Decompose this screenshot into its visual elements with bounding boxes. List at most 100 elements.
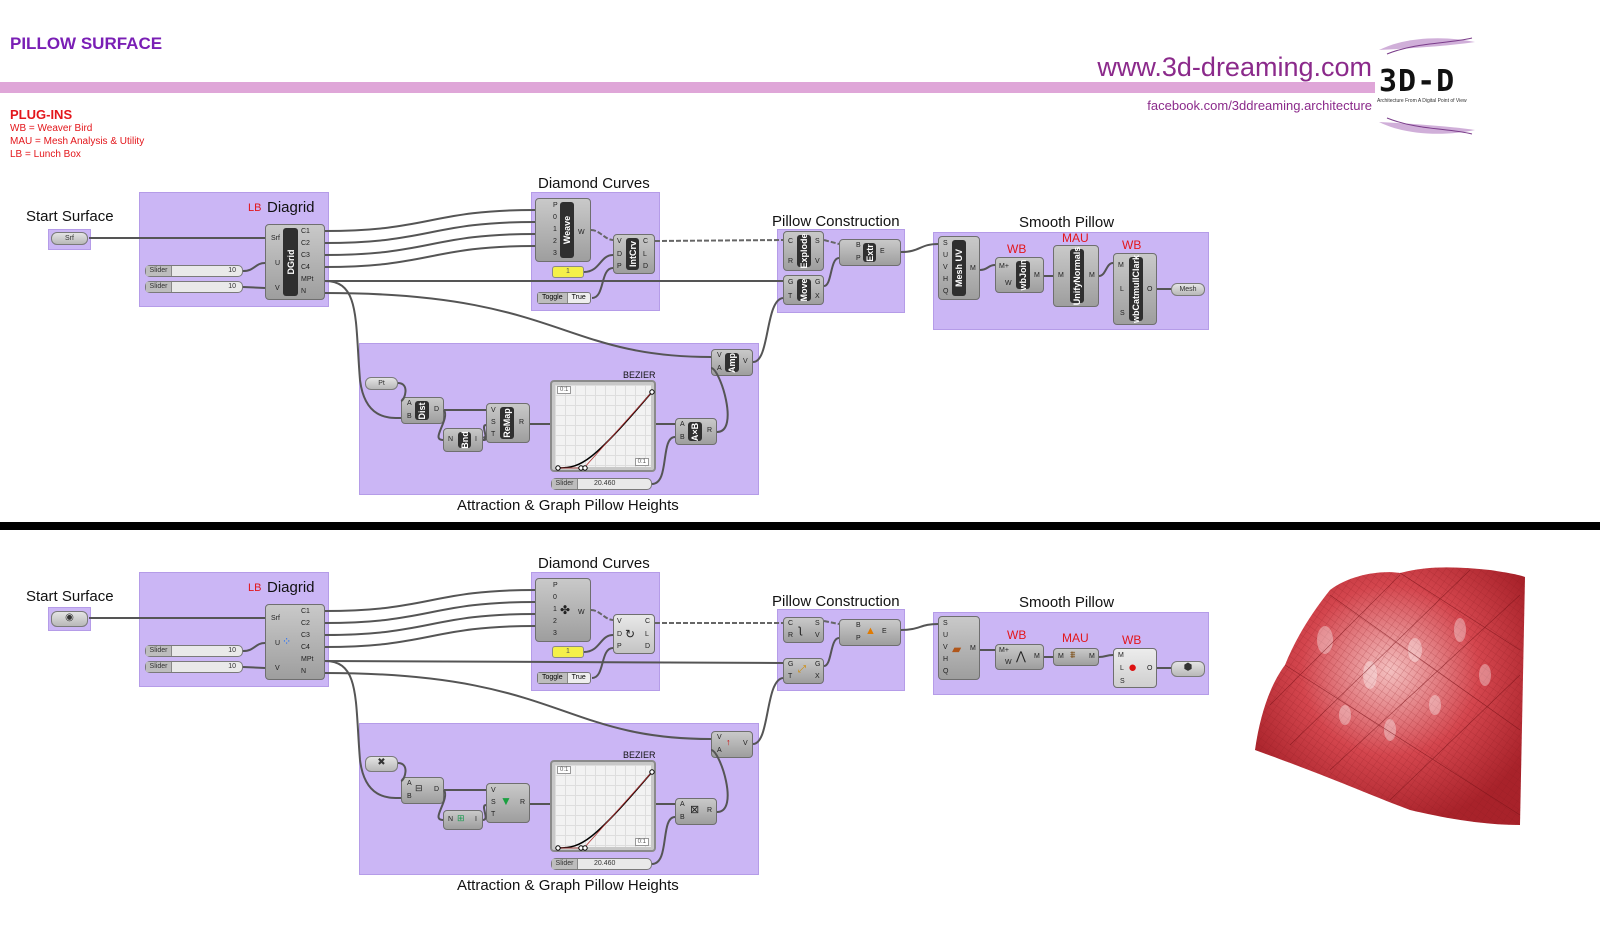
- move-component[interactable]: G T Move G X: [783, 275, 824, 305]
- port-c4[interactable]: C4: [301, 264, 310, 271]
- port-c[interactable]: C: [788, 238, 794, 245]
- degree-panel[interactable]: 1: [552, 266, 584, 278]
- port-r[interactable]: R: [788, 632, 794, 639]
- bounds-component[interactable]: N ⊞ I: [443, 810, 483, 830]
- port-a[interactable]: A: [407, 400, 412, 407]
- website-link[interactable]: www.3d-dreaming.com: [1097, 52, 1372, 82]
- port-v[interactable]: V: [617, 618, 622, 625]
- port-v[interactable]: V: [717, 734, 722, 741]
- port-m[interactable]: M: [1118, 652, 1124, 659]
- port-srf[interactable]: Srf: [271, 615, 280, 622]
- point-param[interactable]: Pt: [365, 377, 398, 390]
- wbjoin-component[interactable]: M+ W wbJoin M: [995, 257, 1044, 293]
- port-m[interactable]: M: [1034, 653, 1040, 660]
- port-v[interactable]: V: [815, 632, 820, 639]
- port-2[interactable]: 2: [553, 618, 557, 625]
- mesh-param[interactable]: ⬢: [1171, 661, 1205, 677]
- multiply-component[interactable]: A B A×B R: [675, 418, 717, 445]
- port-n[interactable]: N: [301, 668, 307, 675]
- extrude-component[interactable]: B P Extr E: [839, 239, 901, 266]
- catmull-clark-component[interactable]: M L S wbCatmullClark O: [1113, 253, 1157, 325]
- port-p[interactable]: P: [617, 263, 622, 270]
- port-p[interactable]: P: [856, 635, 861, 642]
- port-w[interactable]: W: [1005, 280, 1012, 287]
- graph-handle[interactable]: [582, 845, 588, 851]
- degree-panel[interactable]: 1: [552, 646, 584, 658]
- port-o[interactable]: O: [1147, 665, 1153, 672]
- port-c[interactable]: C: [788, 620, 794, 627]
- intcrv-component[interactable]: V D P ↻ C L D: [613, 614, 655, 654]
- port-u[interactable]: U: [275, 260, 281, 267]
- port-g-out[interactable]: G: [815, 661, 821, 668]
- port-d[interactable]: D: [434, 406, 440, 413]
- port-v-out[interactable]: V: [743, 740, 748, 747]
- port-m-out[interactable]: M: [1089, 653, 1095, 660]
- graph-handle[interactable]: [582, 465, 588, 471]
- port-v[interactable]: V: [491, 787, 496, 794]
- port-x[interactable]: X: [815, 673, 820, 680]
- facebook-link[interactable]: facebook.com/3ddreaming.architecture: [1147, 98, 1372, 113]
- port-t[interactable]: T: [491, 811, 496, 818]
- port-s[interactable]: S: [815, 238, 820, 245]
- port-s[interactable]: S: [1120, 310, 1125, 317]
- port-r[interactable]: R: [707, 427, 713, 434]
- port-d[interactable]: D: [643, 263, 649, 270]
- port-c[interactable]: C: [645, 618, 651, 625]
- explode-component[interactable]: C R ʅ S V: [783, 617, 824, 643]
- port-m[interactable]: M: [1034, 272, 1040, 279]
- distance-component[interactable]: A B ⊟ D: [401, 777, 444, 804]
- port-l[interactable]: L: [1120, 286, 1124, 293]
- amplitude-component[interactable]: V A Amp V: [711, 349, 753, 376]
- port-mpt[interactable]: MPt: [301, 656, 314, 663]
- port-q[interactable]: Q: [943, 288, 949, 295]
- port-r[interactable]: R: [788, 258, 794, 265]
- srf-param[interactable]: Srf: [51, 232, 88, 245]
- port-n[interactable]: N: [448, 436, 454, 443]
- port-v[interactable]: V: [275, 665, 280, 672]
- port-mplus[interactable]: M+: [999, 647, 1009, 654]
- bounds-component[interactable]: N Bnd I: [443, 428, 483, 452]
- port-e[interactable]: E: [882, 628, 887, 635]
- port-a[interactable]: A: [680, 801, 685, 808]
- port-3[interactable]: 3: [553, 250, 557, 257]
- port-d[interactable]: D: [617, 631, 623, 638]
- mesh-param[interactable]: Mesh: [1171, 283, 1205, 296]
- port-g[interactable]: G: [788, 661, 794, 668]
- port-v[interactable]: V: [943, 644, 948, 651]
- bezier-graph-mapper[interactable]: 0:1 0:1: [550, 760, 656, 852]
- port-m[interactable]: M: [1118, 262, 1124, 269]
- port-a[interactable]: A: [407, 780, 412, 787]
- graph-handle[interactable]: [649, 389, 655, 395]
- dgrid-component[interactable]: Srf U V ⁘ C1 C2 C3 C4 MPt N: [265, 604, 325, 680]
- port-s[interactable]: S: [491, 419, 496, 426]
- move-component[interactable]: G T ⤢ G X: [783, 658, 824, 684]
- port-i[interactable]: I: [475, 816, 477, 823]
- catmull-clark-component[interactable]: M L S ● O: [1113, 648, 1157, 688]
- intcrv-component[interactable]: V D P IntCrv C L D: [613, 234, 655, 274]
- port-p[interactable]: P: [553, 202, 558, 209]
- port-m[interactable]: M: [970, 645, 976, 652]
- port-w[interactable]: W: [578, 229, 585, 236]
- port-i[interactable]: I: [475, 436, 477, 443]
- port-s[interactable]: S: [943, 620, 948, 627]
- port-c4[interactable]: C4: [301, 644, 310, 651]
- port-v[interactable]: V: [491, 407, 496, 414]
- port-mpt[interactable]: MPt: [301, 276, 314, 283]
- port-d[interactable]: D: [434, 786, 440, 793]
- wbjoin-component[interactable]: M+ W ⋀ M: [995, 644, 1044, 670]
- port-a[interactable]: A: [680, 421, 685, 428]
- weave-component[interactable]: P 0 1 2 3 ✤ W: [535, 578, 591, 642]
- port-u[interactable]: U: [943, 632, 949, 639]
- port-n[interactable]: N: [448, 816, 454, 823]
- port-0[interactable]: 0: [553, 594, 557, 601]
- port-p[interactable]: P: [553, 582, 558, 589]
- port-v-out[interactable]: V: [743, 358, 748, 365]
- port-c2[interactable]: C2: [301, 620, 310, 627]
- port-c1[interactable]: C1: [301, 228, 310, 235]
- port-g-out[interactable]: G: [815, 279, 821, 286]
